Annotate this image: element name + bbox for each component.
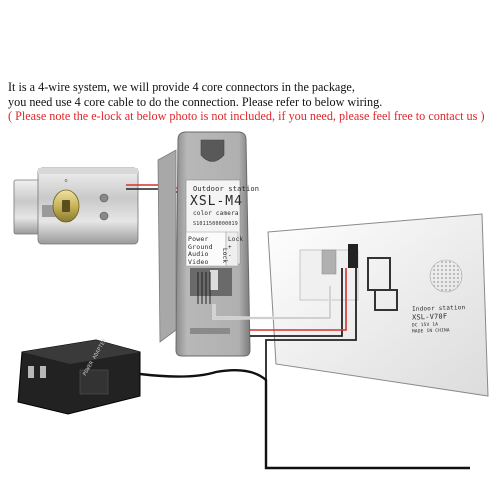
- instruction-note-red: ( Please note the e-lock at below photo …: [8, 109, 485, 124]
- indoor-wire-red: [250, 268, 347, 331]
- pin-ground: Ground: [188, 242, 213, 251]
- outdoor-pin-labels: Power Ground Audio Video: [188, 235, 213, 266]
- outdoor-station: [157, 131, 251, 357]
- power-adapter: [17, 339, 141, 415]
- adapter-cable: [139, 369, 470, 470]
- pin-video: Video: [188, 257, 209, 266]
- indoor-wire-black: [250, 268, 343, 337]
- indoor-power-wire: [265, 256, 357, 380]
- outdoor-lock-pin-labels: Lock + -: [228, 236, 243, 260]
- electric-lock: o: [13, 167, 139, 245]
- lock-brand-mark: o: [64, 178, 67, 184]
- outdoor-station-serial: S1011500000019: [193, 221, 238, 227]
- lock-pin-minus: -: [228, 252, 232, 259]
- lock-pin-plus: +: [228, 244, 232, 251]
- pin-power: Power: [188, 235, 209, 243]
- indoor-wire-white-edge: [213, 286, 331, 319]
- lock-pin-lock: Lock: [228, 236, 244, 243]
- outdoor-station-model: XSL-M4: [190, 194, 243, 209]
- outdoor-station-label: Outdoor station: [193, 185, 260, 193]
- outdoor-station-sub: color camera: [193, 210, 239, 217]
- wiring-instructions: It is a 4-wire system, we will provide 4…: [8, 80, 496, 124]
- outdoor-terminal-wires: [197, 272, 211, 304]
- indoor-station-spec: DC 15V 1A: [411, 322, 439, 329]
- instruction-line-1: It is a 4-wire system, we will provide 4…: [8, 80, 355, 94]
- instruction-line-2: you need use 4 core cable to do the conn…: [8, 94, 383, 109]
- indoor-station-model: XSL-V70F: [411, 312, 448, 322]
- lock-terminal-label: Lock: [221, 248, 228, 264]
- pin-audio: Audio: [188, 250, 209, 258]
